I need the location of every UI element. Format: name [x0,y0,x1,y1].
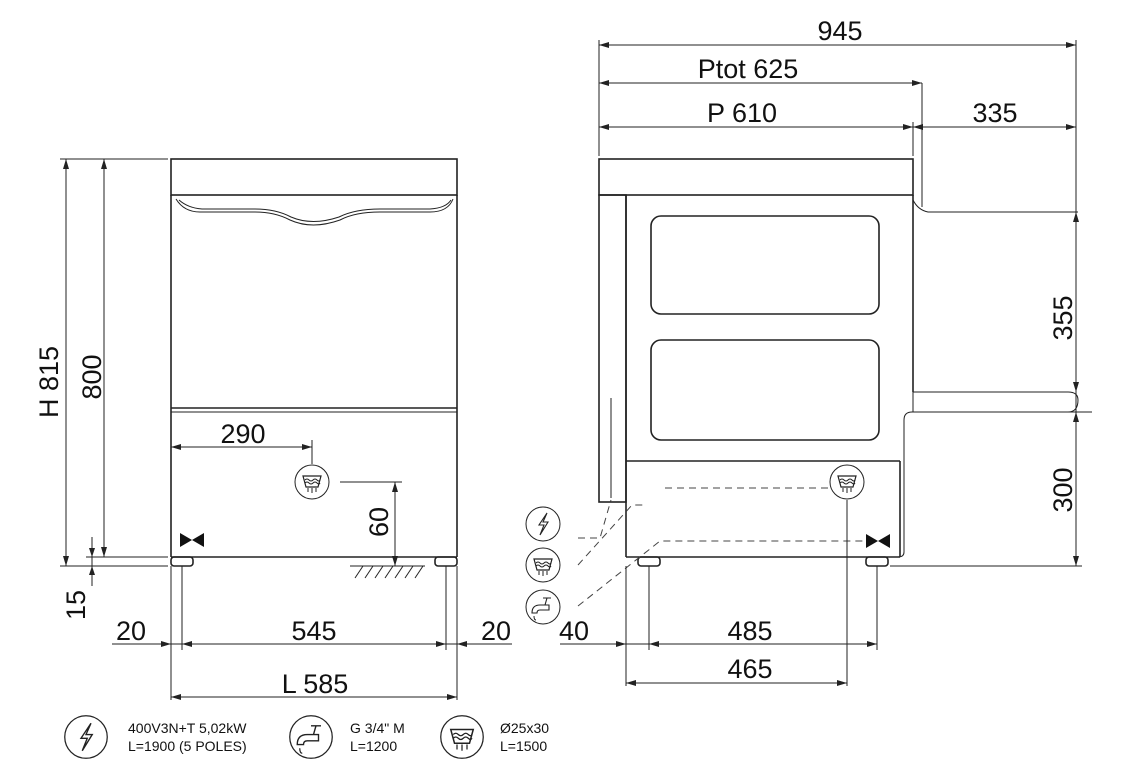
height-body-label: 800 [77,354,107,399]
drain-offset-label: 290 [220,419,265,449]
height-total-label: H 815 [34,346,64,418]
front-view [170,158,458,579]
depth-overall-label: 945 [817,16,862,46]
drain-icon [829,464,865,500]
width-inner-label: 545 [291,616,336,646]
side-left-label: 20 [116,616,146,646]
width-total-label: L 585 [282,669,349,699]
legend-electric-line1: 400V3N+T 5,02kW [128,720,247,736]
upper-height-label: 355 [1048,295,1078,340]
drain-icon [525,547,561,583]
electric-icon [64,715,108,759]
side-view [525,83,1079,625]
valve-icon [866,534,890,548]
legend-drain-line1: Ø25x30 [500,720,549,736]
legend-drain-line2: L=1500 [500,738,547,754]
lower-height-label: 300 [1048,467,1078,512]
front-dimensions: H 815 800 15 20 545 20 L 585 290 60 [34,158,512,700]
water-inlet-icon [525,589,561,625]
base-depth-label: 465 [727,654,772,684]
foot-height-label: 15 [61,590,91,620]
door-open-label: 335 [972,98,1017,128]
side-right-label: 20 [481,616,511,646]
water-inlet-icon [289,715,333,759]
legend-water-line2: L=1200 [350,738,397,754]
drain-height-label: 60 [364,507,394,537]
legend: 400V3N+T 5,02kW L=1900 (5 POLES) G 3/4" … [64,715,549,759]
foot-span-label: 485 [727,616,772,646]
depth-body-label: P 610 [707,98,777,128]
legend-water-line1: G 3/4" M [350,720,405,736]
legend-electric-line2: L=1900 (5 POLES) [128,738,247,754]
drain-icon [294,464,330,500]
depth-total-label: Ptot 625 [698,54,799,84]
foot-offset-label: 40 [559,616,589,646]
valve-icon [180,533,204,547]
electric-icon [525,506,561,542]
drain-icon [440,715,484,759]
side-dimensions: 945 Ptot 625 P 610 335 355 300 40 485 46… [559,16,1092,686]
